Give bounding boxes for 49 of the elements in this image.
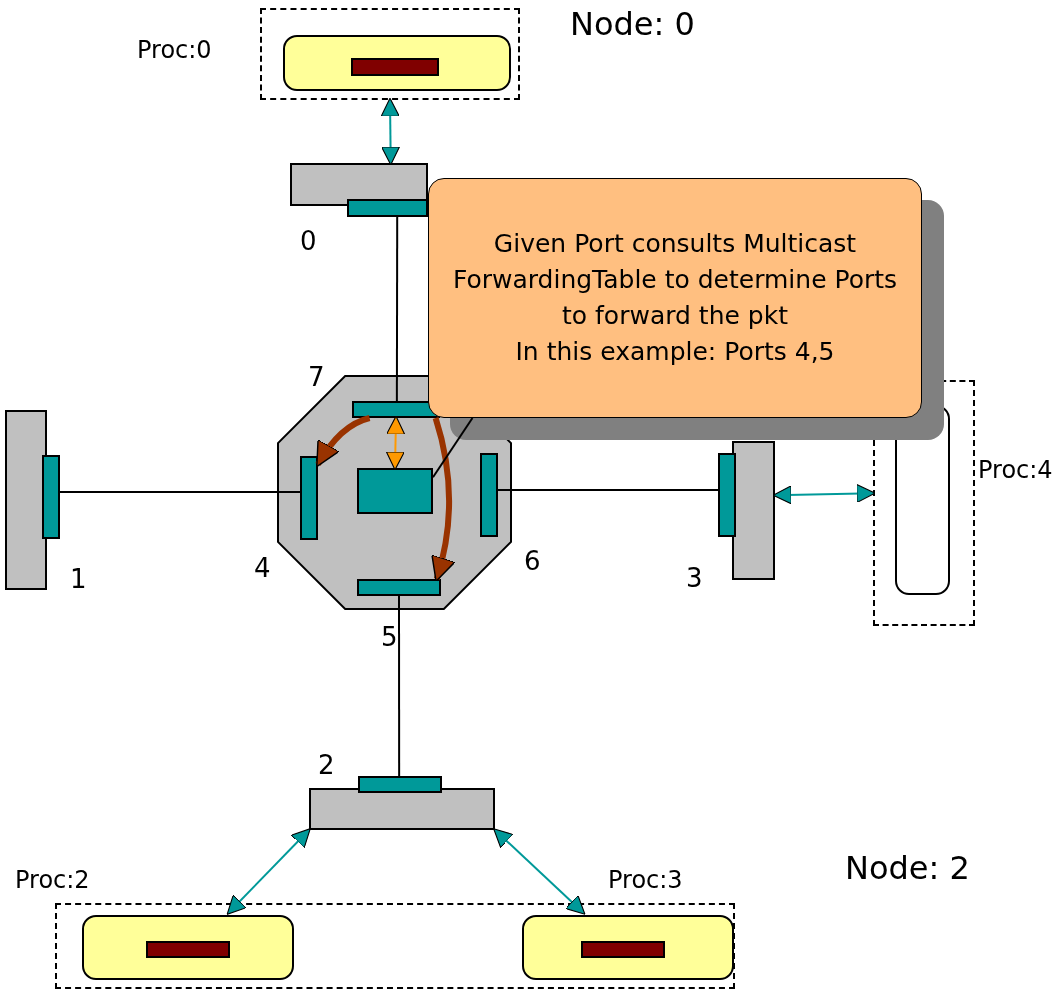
switch-block	[5, 410, 47, 590]
double-arrow	[380, 97, 401, 166]
port-bar	[357, 579, 441, 596]
port-bar	[480, 453, 498, 537]
curved-arrow	[430, 417, 456, 582]
port-bar	[347, 199, 428, 217]
processor-bar	[146, 941, 230, 958]
processor-bar	[351, 58, 439, 76]
processor-label: Proc:2	[15, 868, 90, 892]
link-line	[395, 216, 399, 402]
curved-arrow	[315, 415, 371, 468]
forwarding-table-box	[357, 468, 433, 514]
callout-text: Given Port consults Multicast ForwardingTable to determine Ports to forward the pkt	[451, 227, 899, 332]
port-number: 4	[254, 555, 271, 581]
port-bar	[300, 456, 318, 540]
port-number: 7	[308, 364, 325, 390]
processor-label: Proc:3	[608, 868, 683, 892]
double-arrow	[385, 415, 406, 471]
link-line	[497, 488, 719, 491]
dashed-group-box	[873, 380, 975, 626]
processor-label: Proc:4	[978, 458, 1053, 482]
link-line	[398, 595, 401, 777]
processor-label: Proc:0	[137, 38, 212, 62]
port-number: 1	[70, 566, 87, 592]
switch-block	[732, 441, 775, 580]
double-arrow	[493, 828, 586, 915]
port-bar	[358, 776, 442, 793]
port-number: 0	[300, 228, 317, 254]
port-number: 6	[524, 548, 541, 574]
double-arrow	[226, 828, 311, 915]
port-number: 2	[318, 752, 335, 778]
port-bar	[718, 453, 736, 537]
processor-box	[283, 35, 511, 91]
leader-line	[432, 417, 474, 479]
processor-box	[522, 915, 734, 980]
node-label: Node: 0	[570, 8, 695, 40]
link-line	[59, 490, 301, 494]
port-bar	[42, 455, 60, 539]
node-label: Node: 2	[845, 852, 970, 884]
callout-text: In this example: Ports 4,5	[514, 336, 836, 369]
switch-block	[309, 788, 495, 830]
port-number: 3	[686, 565, 703, 591]
processor-bar	[581, 941, 665, 958]
dashed-group-box	[260, 8, 520, 100]
port-bar	[352, 401, 440, 418]
dashed-group-box	[55, 903, 735, 989]
processor-box	[82, 915, 294, 980]
port-number: 5	[381, 624, 398, 650]
double-arrow	[772, 483, 876, 505]
